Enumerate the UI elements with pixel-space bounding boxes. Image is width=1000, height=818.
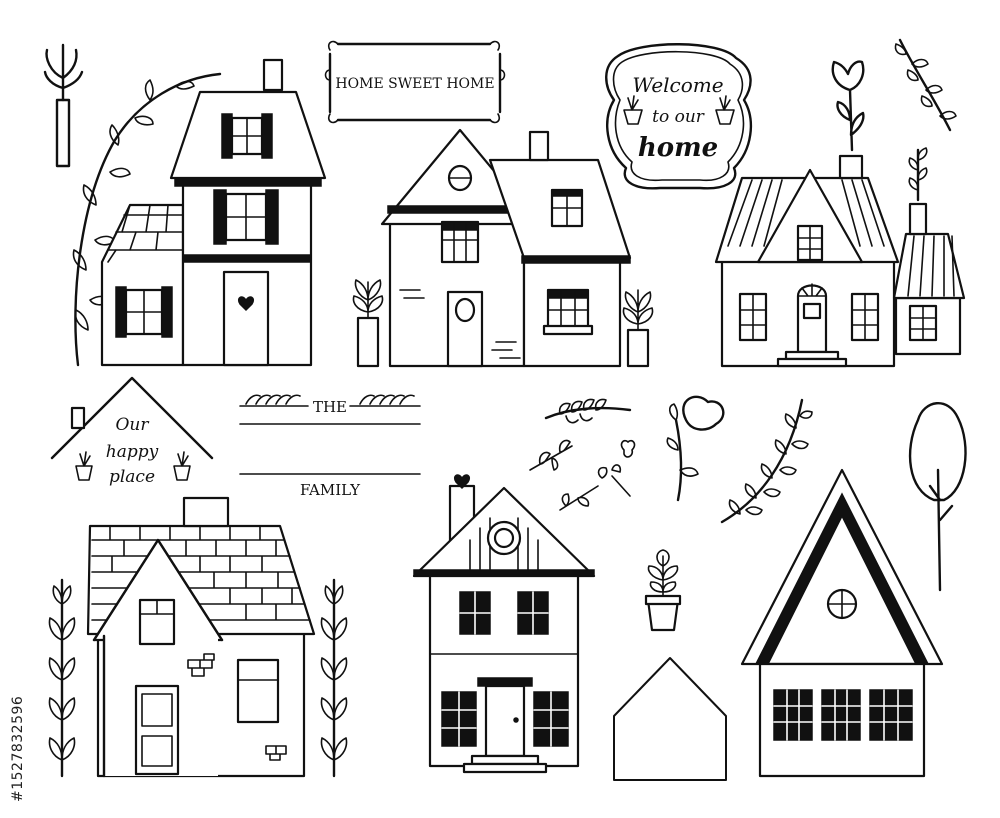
house-center-bottom [412, 474, 596, 774]
plant-pot-tall-left [352, 279, 384, 368]
leaf-sprig-small-right [908, 147, 928, 202]
small-leaves-cluster [529, 439, 636, 511]
place-text: place [109, 467, 155, 487]
plant-pot-small [644, 549, 682, 632]
house-center-gabled [380, 128, 632, 368]
stock-id-watermark: #1527832596 [6, 560, 30, 810]
house-brick-roof [86, 496, 316, 778]
home-sweet-home-text: HOME SWEET HOME [335, 76, 494, 92]
house-outline-simple [613, 657, 727, 781]
leaf-stalk-right [320, 578, 348, 778]
family-text: FAMILY [300, 481, 361, 499]
to-our-text: to our [652, 107, 705, 127]
flower-poppy-mid [666, 395, 725, 502]
plant-pot-tall-right [622, 289, 654, 368]
welcome-sign: Welcome to our home [605, 43, 752, 190]
leaf-sprig-mid [544, 398, 632, 424]
our-text: Our [115, 415, 149, 435]
house-a-frame [740, 468, 944, 778]
tall-sprig-topleft [43, 43, 84, 168]
home-text: home [638, 133, 718, 163]
house-tall-with-wing [100, 58, 327, 367]
home-sweet-home-sign: HOME SWEET HOME [324, 40, 506, 124]
leaf-stalk-left [48, 578, 76, 778]
leaf-sprig-topright [894, 38, 957, 132]
tree-right [908, 402, 967, 592]
house-topright [714, 154, 966, 368]
family-divider: THE FAMILY [239, 394, 421, 499]
the-text: THE [313, 398, 347, 416]
fern-branch-right [720, 398, 813, 524]
happy-place-sign: Our happy place [50, 376, 214, 487]
stock-id-text: #1527832596 [10, 695, 26, 802]
happy-text: happy [106, 442, 159, 462]
flower-topright [831, 60, 865, 152]
welcome-text: Welcome [632, 73, 723, 97]
